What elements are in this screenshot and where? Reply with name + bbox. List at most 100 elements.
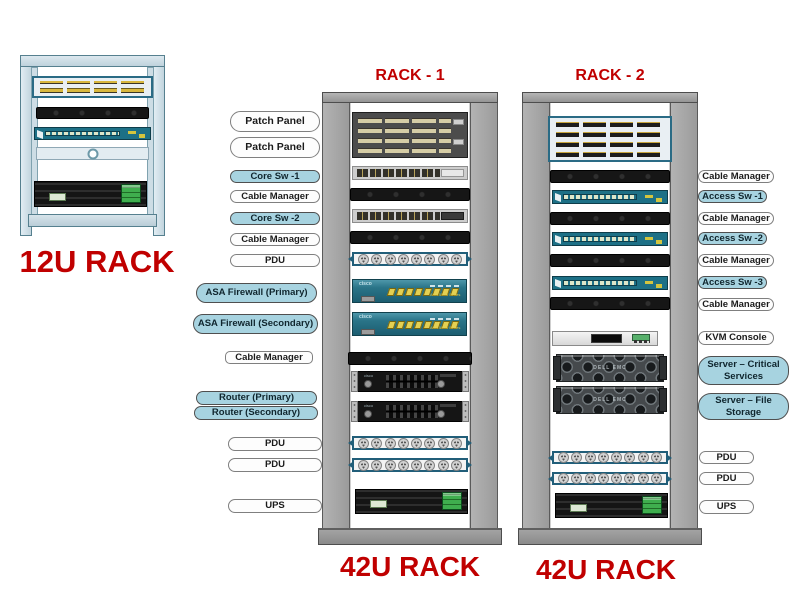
label-asa-secondary: ASA Firewall (Secondary) — [193, 314, 318, 334]
cable-manager-icon — [550, 297, 670, 310]
pdu-icon — [552, 451, 668, 464]
router-primary-icon: cisco — [351, 371, 469, 392]
outlet-icon — [371, 253, 383, 265]
asa-firewall-secondary-icon: cisco ASA 5500 Series — [352, 312, 467, 336]
asa-leds — [430, 284, 460, 287]
ups-icon — [34, 181, 147, 207]
rack1-post-left — [322, 99, 350, 529]
rack1-size-label: 42U RACK — [339, 551, 481, 582]
ups-badge — [570, 504, 587, 513]
outlet-icon — [611, 452, 623, 463]
outlet-icon — [397, 459, 409, 471]
switch-glyph — [645, 280, 653, 284]
switch-glyph — [656, 283, 662, 288]
core-switch-2-icon — [352, 209, 468, 223]
cisco-logo: cisco — [359, 314, 372, 320]
rack2-top-bar — [522, 92, 698, 103]
label-server-file: Server – File Storage — [698, 393, 789, 420]
pdu-icon — [352, 436, 468, 450]
dell-logo: DELL EMC — [593, 365, 627, 371]
cable-manager-icon — [550, 212, 670, 225]
cisco-logo: cisco — [359, 281, 372, 287]
cable-manager-icon — [350, 188, 470, 201]
router-vents — [385, 374, 438, 389]
asa-model-text: ASA 5500 Series — [430, 325, 461, 331]
label-cable-manager: Cable Manager — [230, 233, 320, 246]
panel-tag — [453, 119, 464, 125]
switch-ports — [357, 212, 440, 220]
label-router-primary: Router (Primary) — [196, 391, 317, 405]
ups-lcd — [642, 496, 662, 514]
label-pdu: PDU — [228, 437, 322, 451]
dell-server-storage-icon: DELL EMC — [553, 386, 667, 414]
asa-model-text: ASA 5500 Series — [430, 292, 461, 298]
outlet-icon — [397, 253, 409, 265]
rack12-post-right — [153, 55, 165, 236]
rack1-post-right — [470, 99, 498, 529]
outlet-icon — [371, 459, 383, 471]
switch-logo-mark — [37, 130, 43, 139]
outlet-icon — [358, 459, 370, 471]
rack2-bottom-bar — [518, 528, 702, 545]
outlet-icon — [450, 459, 462, 471]
switch-ports — [563, 194, 637, 200]
outlet-icon — [597, 452, 609, 463]
switch-glyph — [645, 194, 653, 198]
outlet-icon — [424, 459, 436, 471]
outlet-icon — [650, 473, 662, 484]
cisco-logo: cisco — [364, 403, 374, 408]
label-ups: UPS — [228, 499, 322, 513]
ups-badge — [49, 192, 66, 201]
outlet-icon — [584, 452, 596, 463]
label-access-sw-1: Access Sw -1 — [698, 190, 767, 203]
kvm-screen — [591, 333, 622, 344]
label-access-sw-3: Access Sw -3 — [698, 276, 767, 289]
patch-panel-48-icon — [352, 112, 468, 158]
switch-ports — [563, 280, 637, 286]
ups-icon — [555, 493, 668, 518]
rack2-size-label: 42U RACK — [535, 554, 677, 585]
switch-ports — [563, 236, 637, 242]
label-cable-manager: Cable Manager — [230, 190, 320, 203]
label-pdu: PDU — [228, 458, 322, 472]
access-switch-2-icon — [552, 232, 668, 246]
switch-glyph — [139, 134, 145, 139]
outlet-icon — [397, 437, 409, 449]
label-pdu: PDU — [230, 254, 320, 267]
label-server-critical: Server – Critical Services — [698, 356, 789, 385]
outlet-icon — [558, 473, 570, 484]
outlet-icon — [384, 459, 396, 471]
patch-panel-96-icon — [548, 116, 672, 162]
switch-module — [441, 212, 464, 220]
label-access-sw-2: Access Sw -2 — [698, 232, 767, 245]
rack2-title: RACK - 2 — [575, 67, 645, 84]
outlet-icon — [358, 437, 370, 449]
outlet-icon — [584, 473, 596, 484]
cable-manager-icon — [550, 170, 670, 183]
cable-manager-icon — [350, 231, 470, 244]
router-port — [437, 380, 445, 388]
access-switch-1-icon — [552, 190, 668, 204]
cisco-logo: cisco — [364, 373, 374, 378]
label-pdu: PDU — [699, 472, 754, 485]
patch-panel-icon — [32, 76, 153, 98]
label-pdu: PDU — [699, 451, 754, 464]
label-cable-manager: Cable Manager — [698, 298, 774, 311]
core-switch-1-icon — [352, 166, 468, 180]
rack12-title: 12U RACK — [19, 244, 175, 279]
rack1-title: RACK - 1 — [375, 67, 445, 84]
asa-firewall-primary-icon: cisco ASA 5500 Series — [352, 279, 467, 303]
outlet-icon — [371, 437, 383, 449]
outlet-icon — [411, 437, 423, 449]
rack12-bottom-bar — [28, 214, 157, 227]
patch-panel-ports — [556, 121, 664, 157]
switch-glyph — [645, 236, 653, 240]
dell-logo: DELL EMC — [593, 397, 627, 403]
rack2-inner — [550, 102, 670, 529]
ups-lcd — [442, 492, 462, 510]
outlet-icon — [384, 437, 396, 449]
rack2-post-left — [522, 99, 550, 529]
ups-icon — [355, 489, 468, 514]
cable-manager-icon — [36, 107, 149, 119]
outlet-icon — [411, 459, 423, 471]
